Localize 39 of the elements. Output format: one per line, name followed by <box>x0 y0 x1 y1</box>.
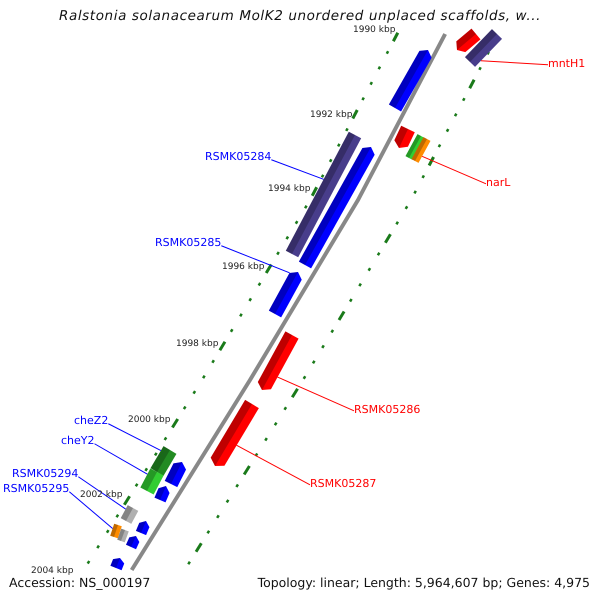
scale-label: 1992 kbp <box>310 110 352 121</box>
map-title: Ralstonia solanacearum MolK2 unordered unplaced scaffolds, w... <box>58 8 542 24</box>
leader-line <box>422 156 486 184</box>
leader-line <box>270 159 324 180</box>
gene-label: RSMK05287 <box>310 477 376 490</box>
scale-label: 1998 kbp <box>176 339 218 350</box>
gene-label: narL <box>486 176 510 189</box>
gene-label: cheY2 <box>61 434 95 447</box>
leader-line <box>220 245 290 274</box>
scale-label: 1996 kbp <box>222 262 264 273</box>
gene-label: RSMK05284 <box>205 150 272 163</box>
gene-label: RSMK05286 <box>354 403 420 416</box>
gene-bar <box>464 29 502 67</box>
leader-line <box>236 444 310 486</box>
gene-bar <box>150 446 176 476</box>
footer-text: Topology: linear; Length: 5,964,607 bp; Genes: 4,975 <box>258 575 590 590</box>
leader-line <box>480 60 548 66</box>
gene-bar <box>120 505 138 524</box>
leader-line <box>108 423 162 452</box>
gene-bar <box>140 468 164 494</box>
gene-label: RSMK05294 <box>12 467 78 480</box>
scale-label: 2004 kbp <box>31 566 74 577</box>
gene-label: cheZ2 <box>74 414 108 427</box>
gene-label: RSMK05285 <box>155 236 222 249</box>
scale-label: 1994 kbp <box>268 184 310 195</box>
gene-bar <box>258 331 299 390</box>
leader-line <box>277 376 354 412</box>
leader-line <box>94 443 148 475</box>
scale-label: 2000 kbp <box>128 415 170 426</box>
gene-bar <box>210 400 259 466</box>
gene-bar <box>268 272 302 318</box>
footer-text: Accession: NS_000197 <box>9 575 150 590</box>
gene-label: RSMK05295 <box>3 482 70 495</box>
scale-label: 2002 kbp <box>80 490 122 501</box>
gene-label: mntH1 <box>548 57 586 70</box>
gene-bar <box>110 524 122 538</box>
leader-line <box>78 476 126 510</box>
gene-bar <box>412 137 430 163</box>
scale-label: 1990 kbp <box>353 25 396 36</box>
